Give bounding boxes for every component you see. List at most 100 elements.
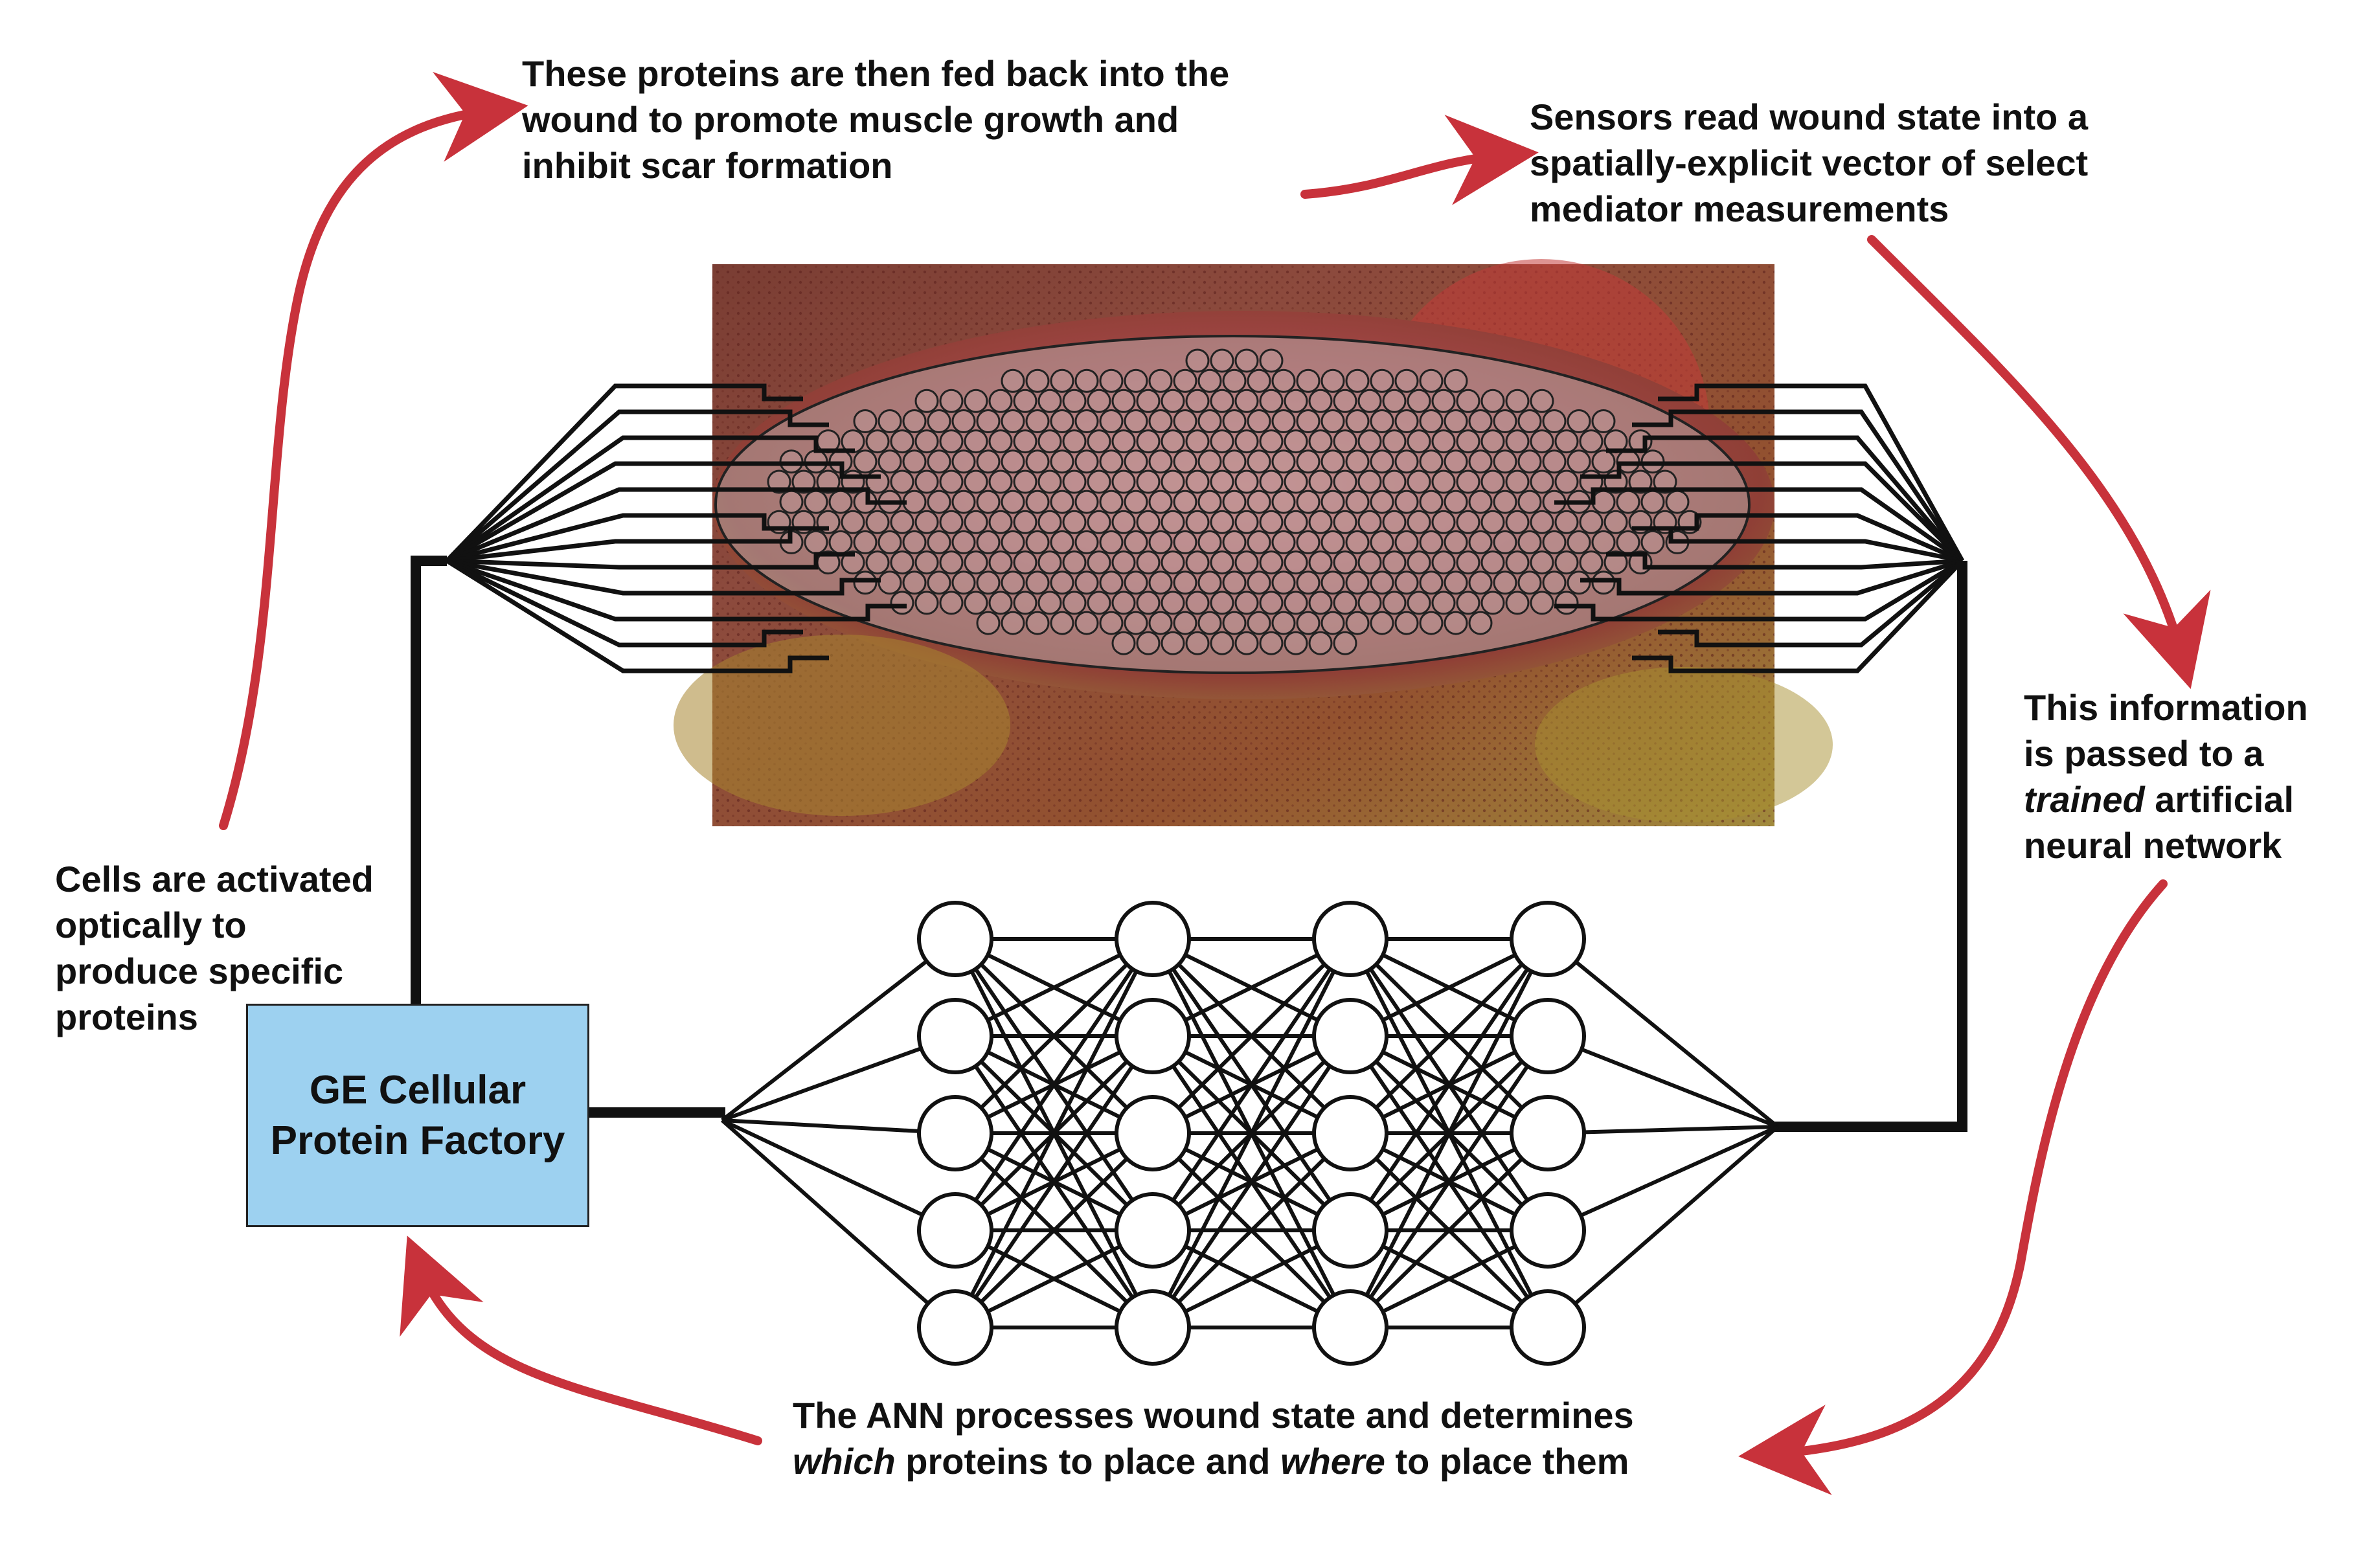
- sensor-node: [1480, 550, 1505, 575]
- arrow-to-sensors: [1300, 115, 1539, 205]
- sensor-node: [1296, 368, 1320, 393]
- caption-passed-line: neural network: [2024, 825, 2282, 866]
- sensor-node: [1591, 490, 1616, 514]
- sensor-node: [988, 510, 1013, 534]
- sensor-node: [1456, 591, 1480, 615]
- sensor-node: [1456, 550, 1480, 575]
- sensor-wire-right: [1554, 558, 1964, 622]
- sensor-wire-right: [1632, 526, 1963, 563]
- sensor-node: [1124, 449, 1148, 474]
- sensor-wire-right: [1632, 559, 1964, 673]
- loop-connections: [411, 556, 1967, 1132]
- sensor-node: [1296, 449, 1320, 474]
- sensor-node: [1124, 570, 1148, 595]
- sensor-node: [1444, 530, 1468, 554]
- sensor-node: [1394, 611, 1419, 635]
- sensor-node: [1394, 490, 1419, 514]
- sensor-node: [1136, 591, 1161, 615]
- sensor-wire-right: [1580, 558, 1964, 596]
- sensor-node: [1554, 510, 1579, 534]
- sensor-node: [1148, 449, 1173, 474]
- caption-passed-to-network: This information is passed to a trained …: [2024, 684, 2308, 868]
- sensor-node: [1001, 409, 1025, 433]
- sensor-node: [1025, 368, 1050, 393]
- sensor-node: [1480, 389, 1505, 413]
- sensor-node: [865, 429, 890, 454]
- sensor-node: [902, 409, 927, 433]
- hidden-edge: [953, 1035, 1155, 1329]
- sensor-node: [1161, 469, 1185, 494]
- sensor-node: [1308, 389, 1333, 413]
- sensor-node: [1382, 591, 1407, 615]
- sensor-node: [1530, 389, 1554, 413]
- sensor-node: [1567, 409, 1591, 433]
- caption-ann-italic-where: where: [1280, 1441, 1385, 1482]
- sensor-node: [1259, 429, 1284, 454]
- sensor-node: [1333, 469, 1357, 494]
- network-node: [917, 998, 993, 1074]
- sensor-node: [902, 570, 927, 595]
- sensor-node: [841, 550, 865, 575]
- network-node: [1312, 998, 1388, 1074]
- sensor-node: [1493, 570, 1517, 595]
- network-node: [1510, 1289, 1586, 1366]
- caption-cells-activated: Cells are activated optically to produce…: [55, 856, 374, 1040]
- caption-sensors-line: spatially-explicit vector of select: [1530, 142, 2089, 183]
- sensor-node: [951, 409, 976, 433]
- hidden-edge: [1348, 1035, 1550, 1329]
- sensor-node: [1050, 409, 1074, 433]
- sensor-node: [1074, 368, 1099, 393]
- sensor-node: [1444, 490, 1468, 514]
- sensor-node: [1456, 510, 1480, 534]
- sensor-node: [1013, 389, 1037, 413]
- sensor-node: [1124, 368, 1148, 393]
- output-edge: [1547, 1125, 1779, 1232]
- sensor-node: [1037, 550, 1062, 575]
- network-node: [1312, 1095, 1388, 1171]
- sensor-node: [1185, 591, 1210, 615]
- sensor-node: [1124, 530, 1148, 554]
- sensor-node: [1579, 550, 1604, 575]
- caption-passed-line: trained artificial: [2024, 776, 2308, 822]
- sensor-node: [779, 490, 804, 514]
- sensor-node: [1259, 348, 1284, 373]
- hidden-edge: [953, 937, 1155, 1135]
- network-node: [917, 1095, 993, 1171]
- sensor-node: [1407, 510, 1431, 534]
- sensor-node: [951, 570, 976, 595]
- sensor-node: [1259, 389, 1284, 413]
- sensor-node: [878, 530, 902, 554]
- sensor-node: [1284, 469, 1308, 494]
- sensor-node: [890, 591, 914, 615]
- sensor-node: [1480, 469, 1505, 494]
- sensor-node: [964, 429, 988, 454]
- network-node: [917, 1192, 993, 1269]
- sensor-node: [1530, 469, 1554, 494]
- sensor-node: [988, 389, 1013, 413]
- sensor-node: [1074, 611, 1099, 635]
- sensor-node: [1530, 510, 1554, 534]
- sensor-node: [1161, 550, 1185, 575]
- caption-sensors: Sensors read wound state into a spatiall…: [1530, 94, 2088, 232]
- sensor-node: [1173, 490, 1197, 514]
- sensor-node: [1296, 611, 1320, 635]
- sensor-wire-right: [1658, 383, 1965, 562]
- caption-activated-line: Cells are activated: [55, 859, 374, 899]
- sensor-node: [1468, 449, 1493, 474]
- sensor-node: [1234, 389, 1259, 413]
- network-node: [1510, 998, 1586, 1074]
- sensor-node: [1074, 449, 1099, 474]
- hidden-edge: [1348, 938, 1550, 1329]
- sensor-node: [1271, 449, 1296, 474]
- hidden-edge: [1348, 1131, 1550, 1329]
- sensor-node: [1136, 631, 1161, 655]
- sensor-node: [1357, 591, 1382, 615]
- sensor-node: [1370, 409, 1394, 433]
- sensor-node: [1468, 490, 1493, 514]
- sensor-node: [1111, 631, 1136, 655]
- sensor-node: [1222, 449, 1247, 474]
- sensor-node: [1542, 449, 1567, 474]
- sensor-node: [1161, 631, 1185, 655]
